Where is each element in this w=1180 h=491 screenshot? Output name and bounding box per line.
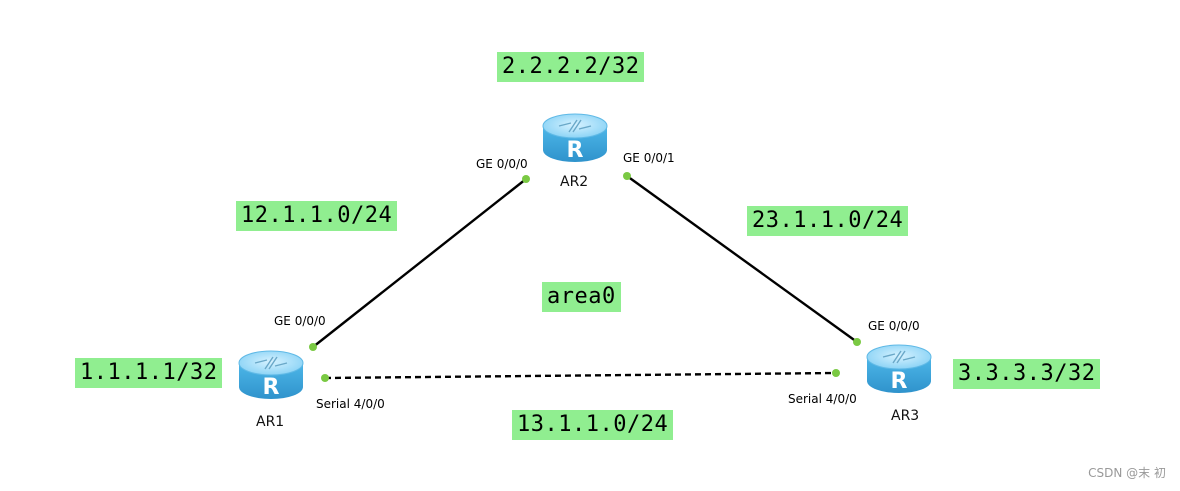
router-ar3-icon: R (866, 344, 932, 394)
network-label-link-ar1-ar2: 12.1.1.0/24 (236, 201, 398, 231)
port-dot-ar2-ge0 (522, 175, 530, 183)
network-label-link-ar1-ar3: 13.1.1.0/24 (512, 410, 674, 440)
interface-label-ar1-ge: GE 0/0/0 (274, 314, 326, 328)
router-name-ar1: AR1 (256, 414, 285, 430)
link-ar2-ar3 (626, 175, 858, 343)
router-name-ar3: AR3 (891, 408, 920, 424)
port-dot-ar1-serial (321, 374, 329, 382)
port-dot-ar3-ge (853, 338, 861, 346)
router-ar1-glyph: R (263, 375, 280, 400)
router-ar3-glyph: R (891, 369, 908, 394)
router-name-ar2: AR2 (560, 174, 589, 190)
router-ar2-icon: R (542, 113, 608, 163)
interface-label-ar1-serial: Serial 4/0/0 (316, 397, 385, 411)
port-dot-ar3-serial (832, 369, 840, 377)
interface-label-ar3-serial: Serial 4/0/0 (788, 392, 857, 406)
network-label-loopback-ar2: 2.2.2.2/32 (497, 52, 645, 82)
watermark: CSDN @末 初 (1088, 466, 1166, 480)
area-label: area0 (542, 282, 621, 312)
interface-label-ar2-ge1: GE 0/0/1 (623, 151, 675, 165)
link-ar1-ar3-serial (324, 371, 837, 380)
router-ar2-glyph: R (567, 138, 584, 163)
interface-label-ar3-ge: GE 0/0/0 (868, 319, 920, 333)
network-label-loopback-ar3: 3.3.3.3/32 (953, 359, 1101, 389)
link-ar1-ar2 (312, 178, 527, 348)
port-dot-ar2-ge1 (623, 172, 631, 180)
interface-label-ar2-ge0: GE 0/0/0 (476, 157, 528, 171)
network-label-link-ar2-ar3: 23.1.1.0/24 (747, 206, 909, 236)
port-dot-ar1-ge (309, 343, 317, 351)
network-label-loopback-ar1: 1.1.1.1/32 (75, 358, 223, 388)
router-ar1-icon: R (238, 350, 304, 400)
